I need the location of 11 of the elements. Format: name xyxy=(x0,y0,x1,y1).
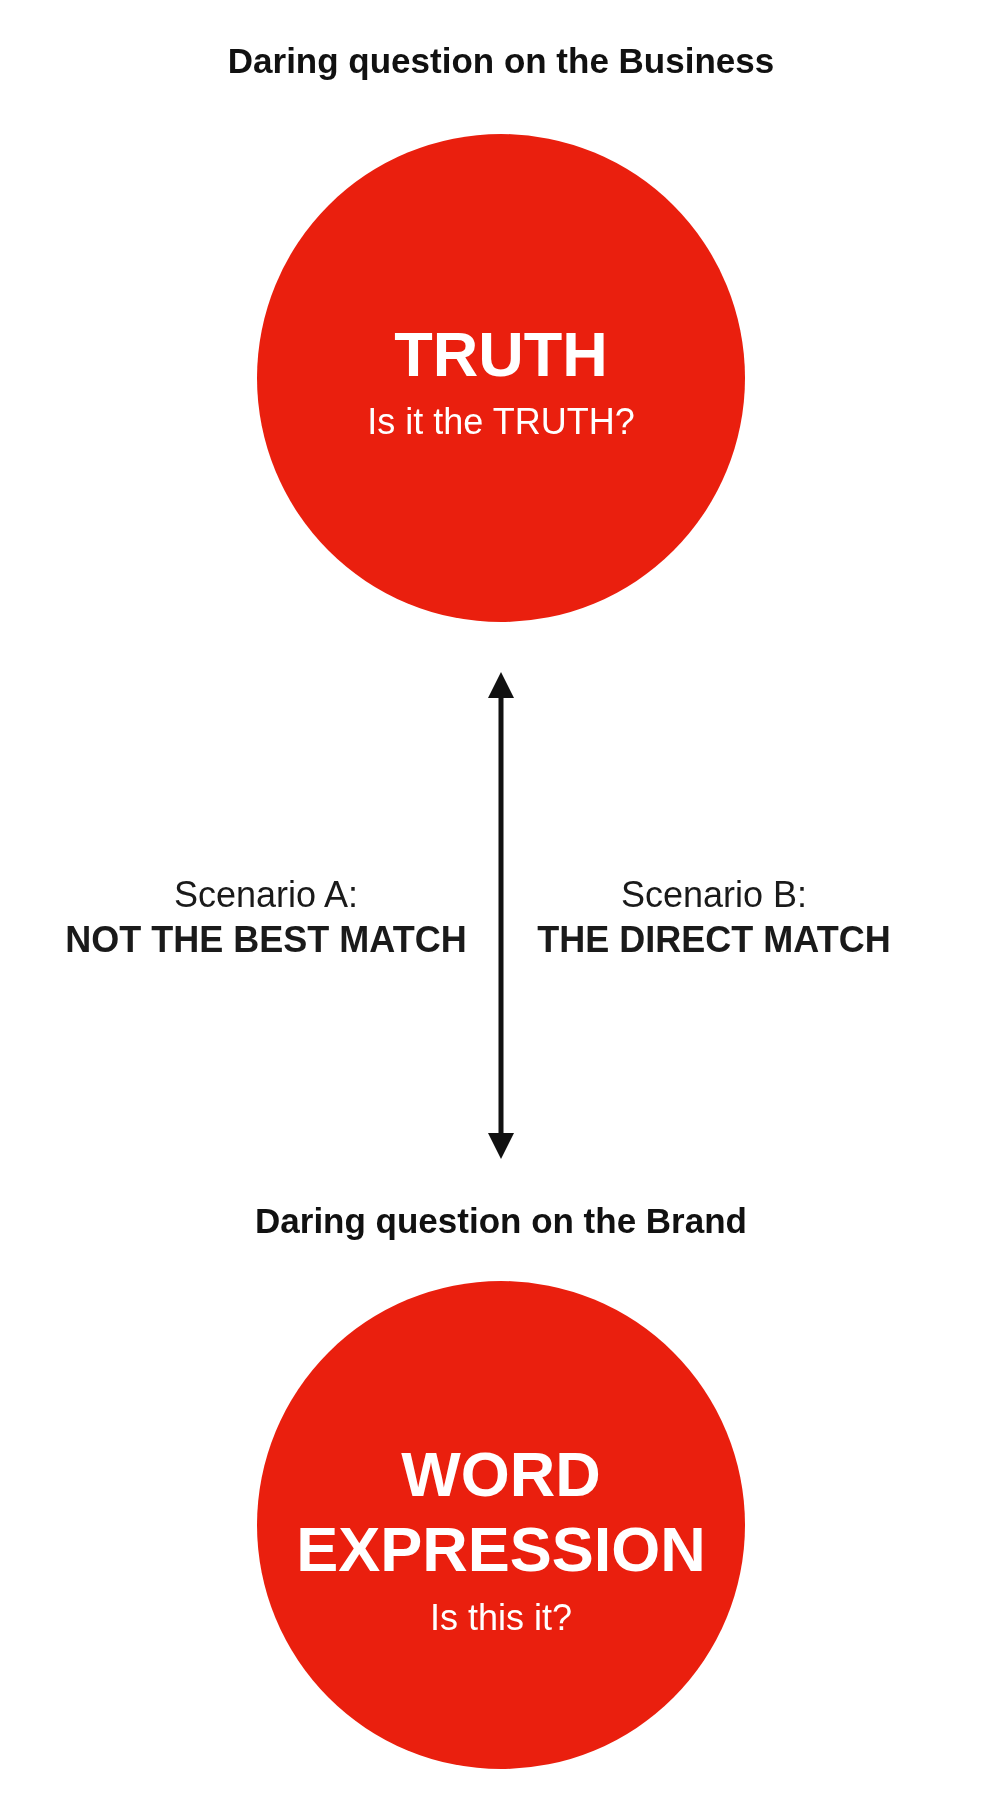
circle-subtitle: Is this it? xyxy=(429,1596,573,1640)
circle-title: WORD EXPRESSION xyxy=(295,1437,707,1587)
scenario-heading: NOT THE BEST MATCH xyxy=(65,918,467,962)
scenario-label: Scenario B: xyxy=(620,873,808,917)
scenario-heading: THE DIRECT MATCH xyxy=(537,918,891,962)
double-headed-arrow xyxy=(488,672,514,1159)
heading: Daring question on the Business xyxy=(227,41,775,81)
circle-title: TRUTH xyxy=(394,317,608,391)
heading: Daring question on the Brand xyxy=(255,1201,747,1241)
circle-subtitle: Is it the TRUTH? xyxy=(367,400,635,444)
scenario-label: Scenario A: xyxy=(173,873,359,917)
